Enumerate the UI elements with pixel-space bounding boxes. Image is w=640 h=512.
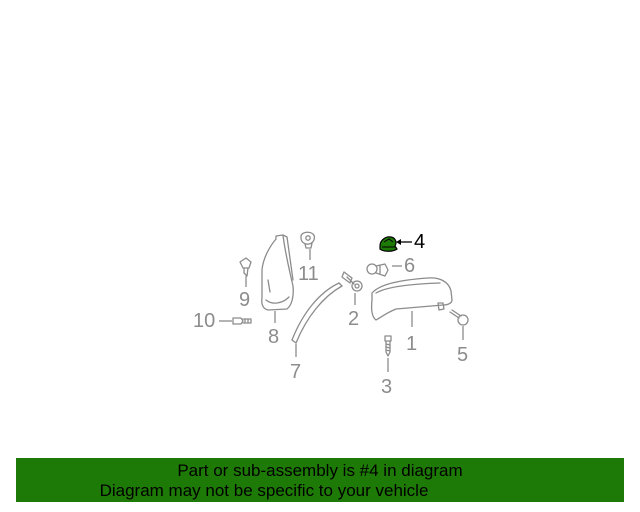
part-11-clip[interactable]	[300, 231, 316, 249]
callout-8[interactable]: 8	[268, 326, 279, 348]
info-banner: Part or sub-assembly is #4 in diagram Di…	[16, 458, 624, 502]
part-3-screw[interactable]	[384, 335, 392, 357]
callout-6[interactable]: 6	[404, 255, 415, 277]
callout-1[interactable]: 1	[406, 333, 417, 355]
part-8-mud-flap[interactable]	[261, 234, 294, 311]
callout-11[interactable]: 11	[298, 263, 319, 285]
callout-4[interactable]: 4	[414, 231, 425, 253]
callout-5[interactable]: 5	[457, 344, 468, 366]
callout-3[interactable]: 3	[381, 376, 392, 398]
banner-line-disclaimer: Diagram may not be specific to your vehi…	[99, 481, 429, 500]
part-10-bolt[interactable]	[232, 317, 252, 325]
banner-line-part: Part or sub-assembly is #4 in diagram	[177, 461, 463, 480]
part-5-bolt[interactable]	[449, 309, 469, 326]
callout-9[interactable]: 9	[239, 289, 250, 311]
callout-2[interactable]: 2	[348, 308, 359, 330]
leader-4-arrowhead	[396, 239, 401, 245]
part-4-clip-highlighted[interactable]	[379, 236, 398, 252]
part-1-flare[interactable]	[370, 277, 453, 321]
part-7-molding[interactable]	[291, 282, 343, 344]
part-9-screw[interactable]	[239, 257, 252, 277]
callout-7[interactable]: 7	[290, 361, 301, 383]
part-2-clip[interactable]	[341, 271, 363, 292]
callout-10[interactable]: 10	[193, 310, 215, 332]
part-6-clip[interactable]	[366, 263, 389, 277]
